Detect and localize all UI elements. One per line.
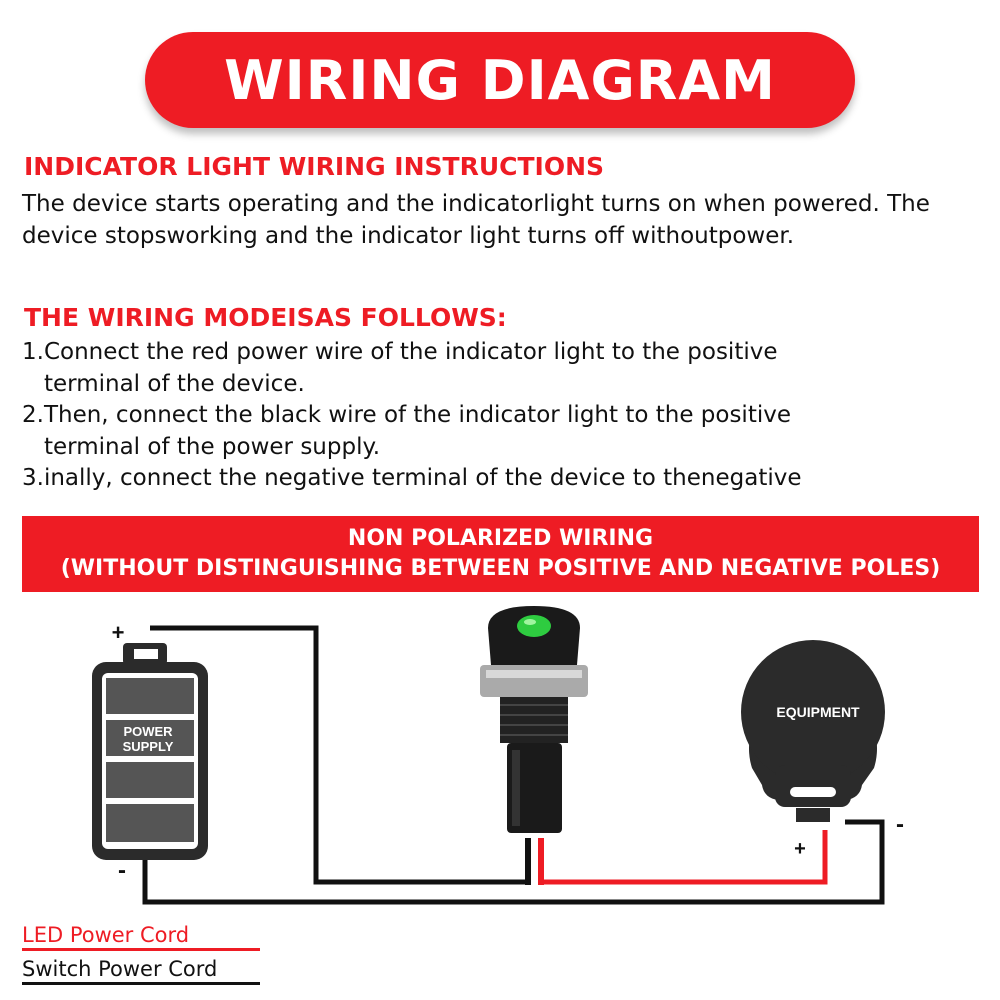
page-title: WIRING DIAGRAM xyxy=(224,48,776,112)
legend-switch-power-cord: Switch Power Cord xyxy=(22,957,218,981)
title-banner: WIRING DIAGRAM xyxy=(145,32,855,128)
wiring-type-bar: NON POLARIZED WIRING (WITHOUT DISTINGUIS… xyxy=(22,516,979,592)
black-wire-battery-negative xyxy=(142,819,885,905)
led-lens xyxy=(517,615,551,637)
legend-led-power-cord: LED Power Cord xyxy=(22,923,190,947)
step-item: 1.Connect the red power wire of the indi… xyxy=(22,336,982,400)
step-line-continued: terminal of the device. xyxy=(44,371,305,397)
battery-icon xyxy=(92,643,208,860)
indicator-light-icon xyxy=(480,606,588,833)
battery-label-power: POWER xyxy=(123,724,173,739)
black-wire-battery-positive xyxy=(150,625,530,885)
equipment-icon xyxy=(741,640,885,822)
wiring-diagram: POWER SUPPLY + - EQUIPMENT + - xyxy=(92,606,904,905)
equipment-plus-sign: + xyxy=(794,838,806,860)
instructions-text: The device starts operating and the indi… xyxy=(22,191,930,249)
battery-plus-sign: + xyxy=(112,620,125,645)
battery-label-supply: SUPPLY xyxy=(123,739,174,754)
step-line-continued: terminal of the power supply. xyxy=(44,434,381,460)
wiring-mode-heading: THE WIRING MODEISAS FOLLOWS: xyxy=(24,303,507,332)
step-line: 2.Then, connect the black wire of the in… xyxy=(22,402,791,428)
step-item: 3.inally, connect the negative terminal … xyxy=(22,462,982,494)
equipment-minus-sign: - xyxy=(896,811,904,838)
legend-switch-line xyxy=(22,982,260,985)
step-line: 1.Connect the red power wire of the indi… xyxy=(22,339,778,365)
red-wire-led xyxy=(540,830,828,885)
instructions-heading: INDICATOR LIGHT WIRING INSTRUCTIONS xyxy=(24,152,605,181)
wiring-type-subtitle: (WITHOUT DISTINGUISHING BETWEEN POSITIVE… xyxy=(60,556,941,581)
legend-led-line xyxy=(22,948,260,951)
equipment-label: EQUIPMENT xyxy=(776,704,860,720)
step-item: 2.Then, connect the black wire of the in… xyxy=(22,399,982,463)
wiring-type-title: NON POLARIZED WIRING xyxy=(347,526,654,551)
battery-minus-sign: - xyxy=(118,857,126,884)
step-line: 3.inally, connect the negative terminal … xyxy=(22,465,802,491)
